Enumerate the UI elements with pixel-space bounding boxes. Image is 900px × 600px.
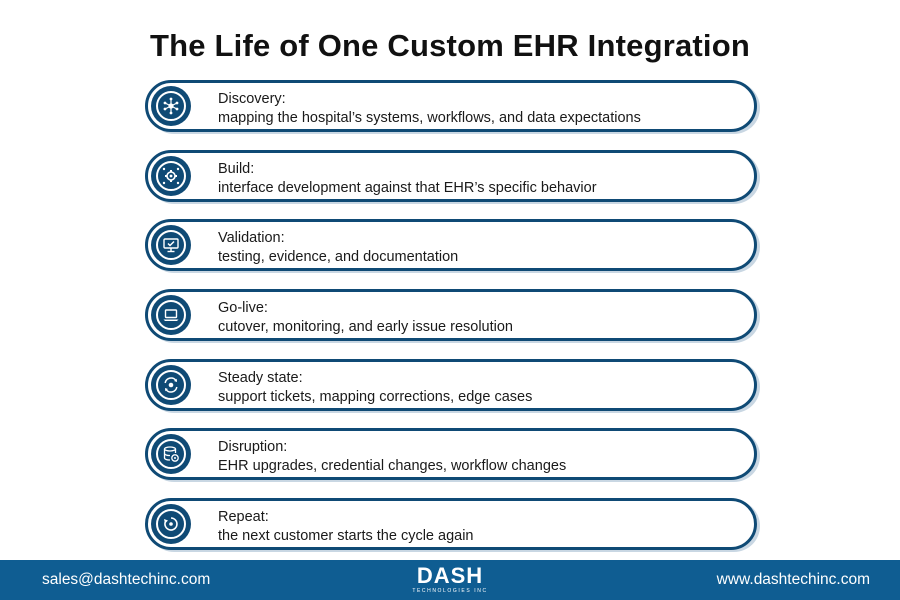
cycle-gear-icon [164,377,178,393]
steps-list: Discovery: mapping the hospital’s system… [145,80,757,568]
step-badge [151,86,191,126]
step-steady-state: Steady state: support tickets, mapping c… [145,358,757,411]
step-description: cutover, monitoring, and early issue res… [218,319,513,336]
logo-wordmark: DASH [416,563,484,588]
monitor-check-icon [163,238,179,253]
step-description: EHR upgrades, credential changes, workfl… [218,458,567,475]
gear-network-icon [162,167,180,184]
step-badge [151,225,191,266]
step-badge [151,364,191,405]
step-description: mapping the hospital’s systems, workflow… [218,110,641,126]
step-label: Go-live: [218,300,268,317]
step-build: Build: interface development against tha… [145,149,757,202]
step-validation: Validation: testing, evidence, and docum… [145,219,757,272]
step-repeat: Repeat: the next customer starts the cyc… [145,498,757,551]
step-badge [151,504,191,545]
step-disruption: Disruption: EHR upgrades, credential cha… [145,428,757,481]
step-label: Validation: [218,230,285,247]
step-label: Steady state: [218,369,303,386]
step-label: Repeat: [218,509,269,526]
step-label: Discovery: [218,91,286,107]
step-badge [151,155,191,196]
footer-bar: sales@dashtechinc.com DASH TECHNOLOGIES … [0,560,900,600]
step-discovery: Discovery: mapping the hospital’s system… [145,80,757,132]
step-description: support tickets, mapping corrections, ed… [218,388,533,405]
step-label: Build: [218,160,255,177]
logo-tagline: TECHNOLOGIES INC [412,588,488,594]
dash-logo: DASH TECHNOLOGIES INC [410,564,490,595]
database-sync-icon [163,446,179,463]
footer-email-link[interactable]: sales@dashtechinc.com [42,571,211,588]
page-title: The Life of One Custom EHR Integration [149,28,751,63]
network-hub-icon [163,97,179,115]
repeat-cycle-icon [164,517,178,531]
step-description: the next customer starts the cycle again [218,528,474,545]
step-description: testing, evidence, and documentation [218,249,459,266]
step-go-live: Go-live: cutover, monitoring, and early … [145,289,757,342]
laptop-icon [163,309,179,322]
step-description: interface development against that EHR’s… [218,179,597,196]
step-label: Disruption: [218,439,288,456]
footer-website-link[interactable]: www.dashtechinc.com [716,571,870,588]
step-badge [151,434,191,475]
step-badge [151,295,191,336]
